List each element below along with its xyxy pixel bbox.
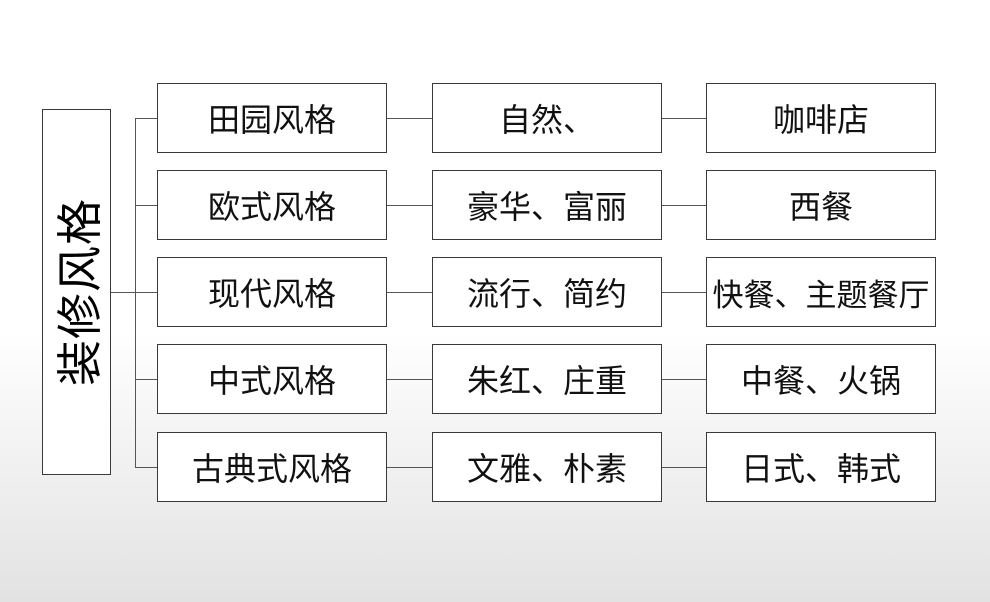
branch-line-2	[135, 205, 157, 206]
link-traits-venues-3	[661, 292, 706, 293]
venue-node: 中餐、火锅	[706, 344, 936, 414]
traits-node: 流行、简约	[432, 257, 662, 327]
venue-node: 西餐	[706, 170, 936, 240]
link-traits-venues-5	[661, 467, 706, 468]
venue-node: 快餐、主题餐厅	[706, 257, 936, 327]
venue-node: 日式、韩式	[706, 432, 936, 502]
style-node: 中式风格	[157, 344, 387, 414]
link-traits-venues-1	[661, 118, 706, 119]
link-style-traits-5	[387, 467, 432, 468]
link-traits-venues-2	[661, 205, 706, 206]
branch-line-3	[135, 292, 157, 293]
root-connector	[111, 292, 135, 293]
traits-node: 豪华、富丽	[432, 170, 662, 240]
branch-line-4	[135, 379, 157, 380]
link-style-traits-1	[387, 118, 432, 119]
venue-node: 咖啡店	[706, 83, 936, 153]
link-style-traits-3	[387, 292, 432, 293]
link-traits-venues-4	[661, 379, 706, 380]
root-title: 装修风格	[52, 198, 107, 386]
style-node: 古典式风格	[157, 432, 387, 502]
traits-node: 朱红、庄重	[432, 344, 662, 414]
style-node: 田园风格	[157, 83, 387, 153]
branch-line-1	[135, 118, 157, 119]
traits-node: 自然、	[432, 83, 662, 153]
root-node: 装修风格	[42, 109, 111, 475]
link-style-traits-4	[387, 379, 432, 380]
link-style-traits-2	[387, 205, 432, 206]
branch-line-5	[135, 467, 157, 468]
traits-node: 文雅、朴素	[432, 432, 662, 502]
style-node: 欧式风格	[157, 170, 387, 240]
style-node: 现代风格	[157, 257, 387, 327]
